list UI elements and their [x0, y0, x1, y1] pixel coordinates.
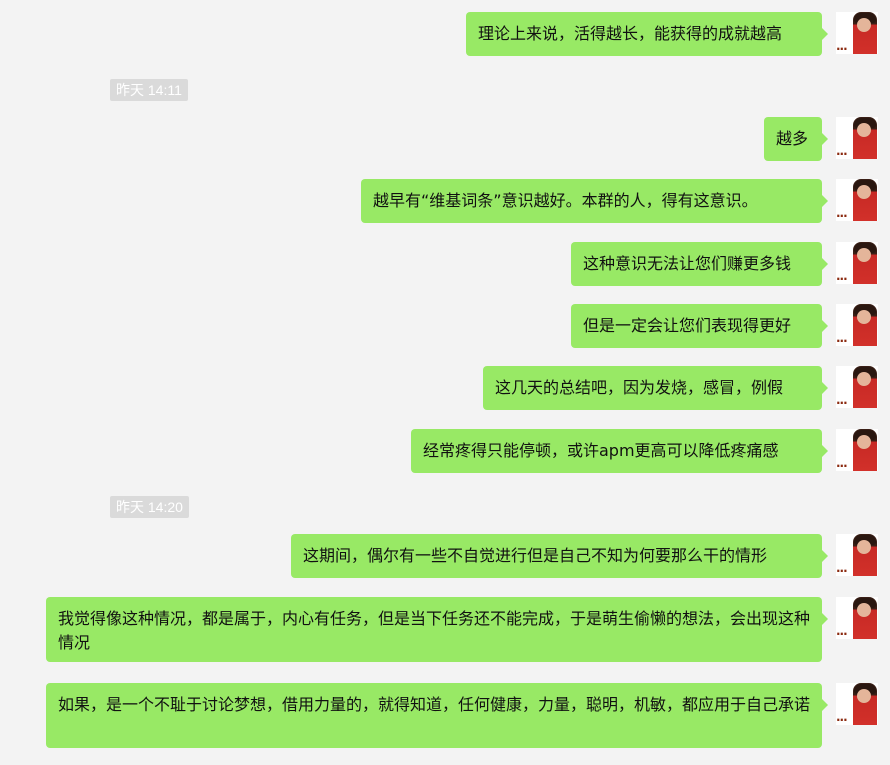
- message-bubble[interactable]: 越早有“维基词条”意识越好。本群的人，得有这意识。: [361, 179, 828, 223]
- user-avatar-icon[interactable]: ...: [836, 366, 878, 408]
- timestamp: 昨天 14:20: [110, 496, 189, 518]
- message-bubble[interactable]: 如果，是一个不耻于讨论梦想，借用力量的，就得知道，任何健康，力量，聪明，机敏，都…: [46, 683, 828, 748]
- user-avatar-icon[interactable]: ...: [836, 429, 878, 471]
- message-bubble[interactable]: 经常疼得只能停顿，或许apm更高可以降低疼痛感: [411, 429, 828, 473]
- message-bubble[interactable]: 但是一定会让您们表现得更好: [571, 304, 828, 348]
- user-avatar-icon[interactable]: ...: [836, 683, 878, 725]
- user-avatar-icon[interactable]: ...: [836, 242, 878, 284]
- user-avatar-icon[interactable]: ...: [836, 12, 878, 54]
- message-bubble[interactable]: 越多: [764, 117, 828, 161]
- user-avatar-icon[interactable]: ...: [836, 304, 878, 346]
- user-avatar-icon[interactable]: ...: [836, 534, 878, 576]
- user-avatar-icon[interactable]: ...: [836, 117, 878, 159]
- timestamp: 昨天 14:11: [110, 79, 188, 101]
- message-bubble[interactable]: 这种意识无法让您们赚更多钱: [571, 242, 828, 286]
- user-avatar-icon[interactable]: ...: [836, 179, 878, 221]
- user-avatar-icon[interactable]: ...: [836, 597, 878, 639]
- message-bubble[interactable]: 这期间，偶尔有一些不自觉进行但是自己不知为何要那么干的情形: [291, 534, 828, 578]
- message-bubble[interactable]: 这几天的总结吧，因为发烧，感冒，例假: [483, 366, 828, 410]
- message-bubble[interactable]: 理论上来说，活得越长，能获得的成就越高: [466, 12, 828, 56]
- message-bubble[interactable]: 我觉得像这种情况，都是属于，内心有任务，但是当下任务还不能完成，于是萌生偷懒的想…: [46, 597, 828, 662]
